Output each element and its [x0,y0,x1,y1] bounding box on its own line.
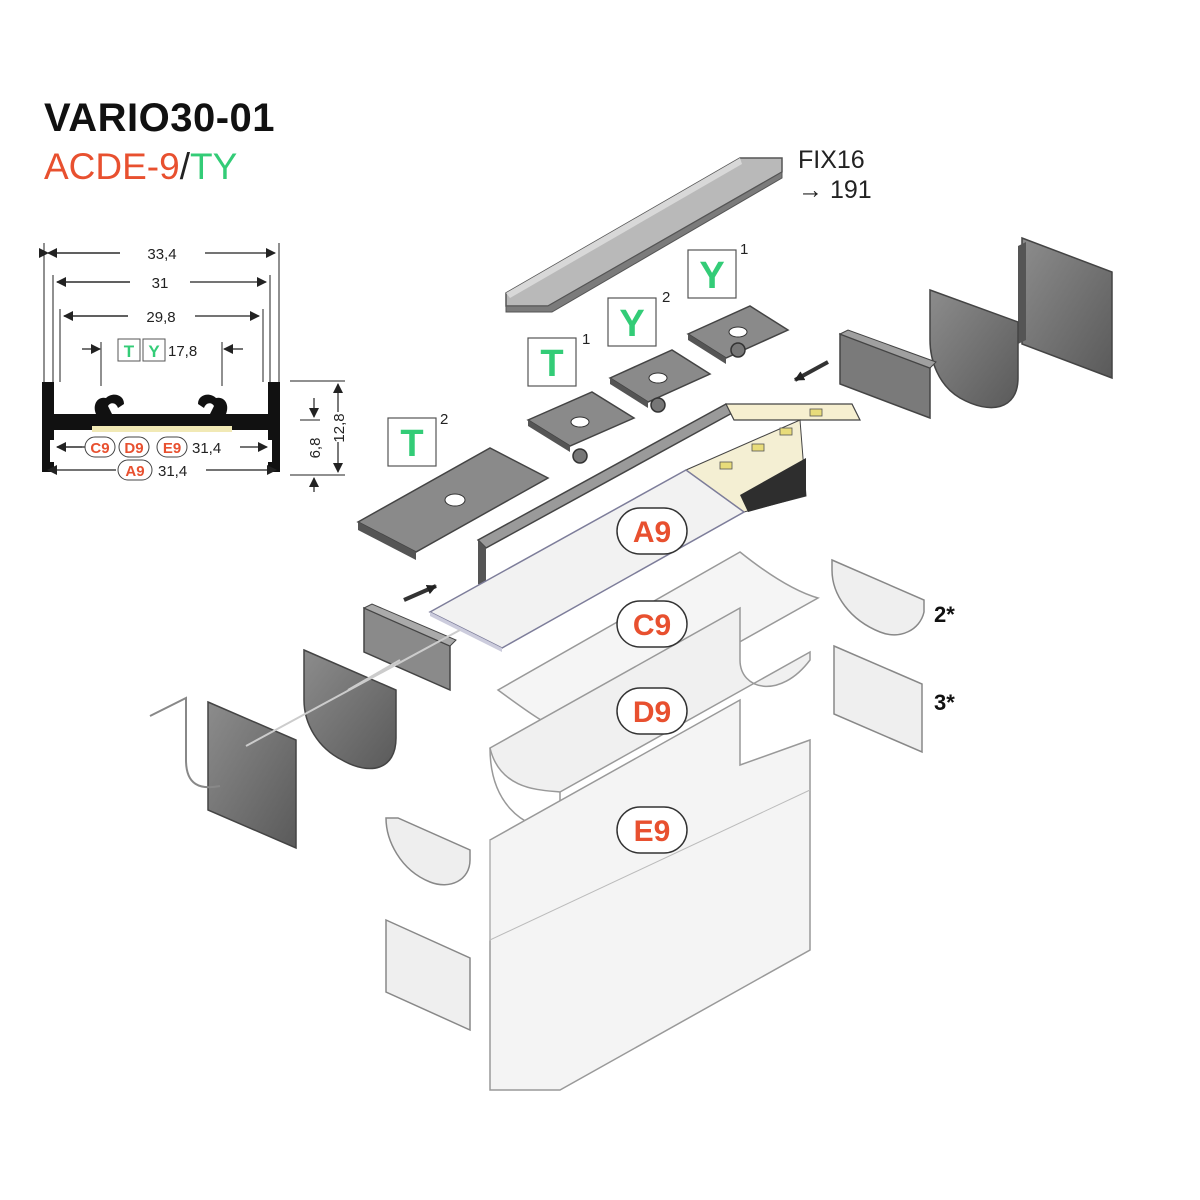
subtitle-ty: TY [189,146,238,187]
subtitle-acde: ACDE-9 [44,146,180,187]
cover-cde-row: C9 D9 E9 31,4 [56,436,268,458]
arrow-upper-cap [794,360,829,382]
dim-width-mid: 31 [152,275,169,292]
dim-a9: A9 [125,463,144,480]
main-profile [476,403,861,590]
bracket-t2 [356,447,550,560]
bracket-y2 [608,349,712,413]
dim-mount-width: 17,8 [168,343,197,360]
product-subtitle: ACDE-9/TY [44,146,237,188]
dim-width-inner: 29,8 [146,309,175,326]
note-3: 3* [934,690,955,715]
dim-c9: C9 [90,440,109,457]
dim-height-total: 12,8 [331,413,348,442]
end-cap-small-upper [838,329,937,420]
mount-labels: T 2 T 1 Y 2 Y 1 [387,241,748,467]
sup-y1: 1 [740,241,748,258]
bracket-y1 [686,305,790,364]
label-c9: C9 [633,609,671,642]
cable [149,696,221,789]
end-cap-clear-round-right [831,558,925,636]
end-cap-clear-flat-left [385,918,471,1032]
label-a9: A9 [633,516,671,549]
label-e9: E9 [634,815,671,848]
subtitle-slash: / [179,146,190,187]
end-cap-clear-flat-right [833,644,923,754]
bracket-t1 [526,391,636,464]
end-cap-round-upper [929,288,1019,409]
mount-t-box [117,338,141,362]
label-t2: T [400,423,423,465]
end-cap-clear-round-left [385,817,471,886]
end-cap-flat-left [207,700,297,850]
cover-e9 [489,698,811,1091]
product-title: VARIO30-01 [44,96,276,140]
dim-cde-width: 31,4 [192,440,221,457]
label-y2: Y [619,303,644,345]
arrow-a9 [403,584,437,602]
sup-t1: 1 [582,331,590,348]
cover-a9-row: A9 31,4 [47,459,277,481]
mount-y-box [142,338,166,362]
note-2: 2* [934,602,955,627]
dim-a9-width: 31,4 [158,463,187,480]
label-d9: D9 [633,696,671,729]
pins [245,629,461,747]
dim-e9: E9 [163,440,181,457]
cross-section-drawing: 33,4 31 29,8 T Y 17,8 C9 D9 E9 31,4 [39,243,348,492]
sup-t2: 2 [440,411,448,428]
label-y1: Y [699,255,724,297]
fix-note: FIX16→ 191 [798,145,872,205]
sup-y2: 2 [662,289,670,306]
top-rail [505,157,783,313]
part-labels: A9 C9 D9 E9 [616,507,688,854]
mount-t-label: T [124,342,135,361]
end-cap-round-left [303,648,397,770]
end-cap-small-left [362,603,457,692]
mount-y-label: Y [148,342,160,361]
led-strip-section [92,426,232,432]
dim-width-outer: 33,4 [147,246,176,263]
end-cap-flat-upper [1018,236,1113,380]
dim-height-inner: 6,8 [307,438,324,459]
dim-d9: D9 [124,440,143,457]
label-t1: T [540,343,563,385]
fix-line2: → 191 [798,176,872,204]
fix-line1: FIX16 [798,146,865,174]
